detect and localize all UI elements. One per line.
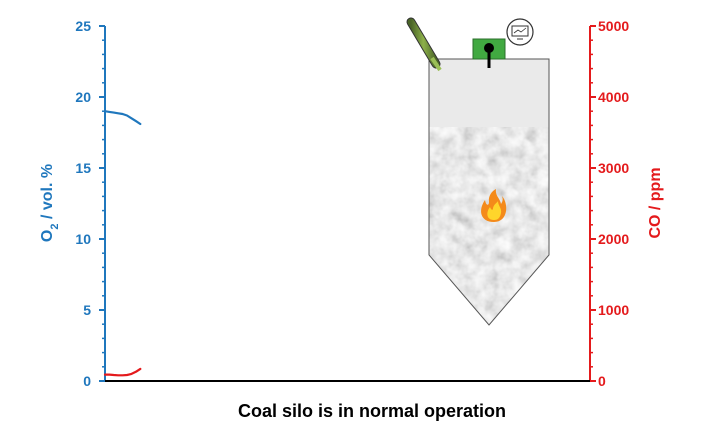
monitor-icon [506, 18, 534, 46]
left-tick-label: 25 [75, 18, 91, 34]
left-tick-label: 20 [75, 89, 91, 105]
coal-fill [429, 127, 549, 325]
gas-sensor [472, 38, 506, 68]
silo-outline [428, 58, 550, 326]
right-tick-label: 1000 [598, 302, 629, 318]
left-tick-label: 0 [83, 373, 91, 389]
left-tick-label: 5 [83, 302, 91, 318]
right-tick-label: 3000 [598, 160, 629, 176]
left-tick-label: 15 [75, 160, 91, 176]
right-axis-ticks: 0 1000 2000 3000 4000 5000 [590, 18, 629, 389]
o2-series-line [103, 110, 142, 126]
right-tick-label: 0 [598, 373, 606, 389]
right-tick-label: 4000 [598, 89, 629, 105]
left-tick-label: 10 [75, 231, 91, 247]
left-axis-title: O2 / vol. % [39, 164, 61, 242]
right-tick-label: 2000 [598, 231, 629, 247]
co-series-line [103, 367, 142, 377]
flame-icon [481, 189, 507, 222]
right-axis-title: CO / ppm [647, 167, 664, 238]
silo-illustration [406, 17, 550, 326]
right-tick-label: 5000 [598, 18, 629, 34]
left-axis-ticks: 0 5 10 15 20 25 [75, 18, 105, 389]
series-layer [103, 110, 142, 377]
temperature-probe [406, 17, 442, 72]
chart-caption: Coal silo is in normal operation [238, 401, 506, 421]
silo-headspace [429, 59, 549, 127]
